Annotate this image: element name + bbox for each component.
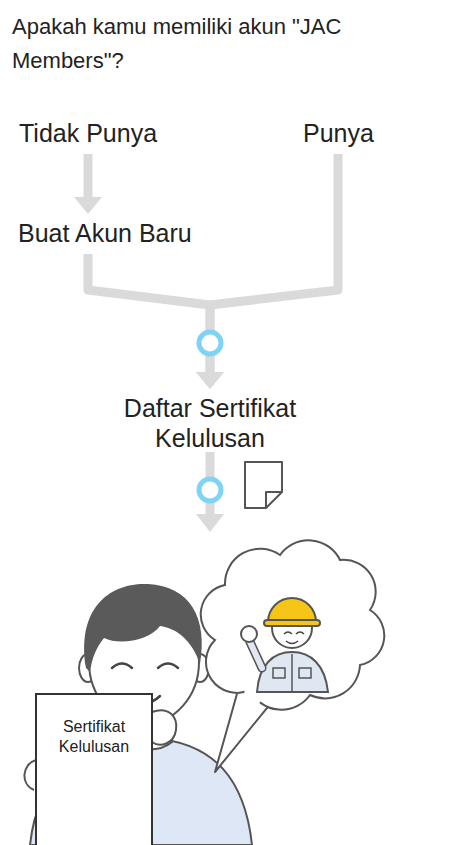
node-text: Daftar Sertifikat Kelulusan xyxy=(90,393,330,453)
connector-line xyxy=(84,154,93,198)
flow-step: Daftar Sertifikat Kelulusan xyxy=(90,393,330,453)
worker-figure xyxy=(241,598,328,692)
flow-arrow xyxy=(196,154,338,389)
arrow-head xyxy=(196,372,224,389)
arrow-head xyxy=(196,372,224,389)
flow-arrow xyxy=(74,154,102,214)
flow-step: Buat Akun Baru xyxy=(18,218,192,248)
connector-line xyxy=(210,154,338,373)
certificate-paper: Sertifikat Kelulusan xyxy=(35,693,153,845)
node-text: Sertifikat Kelulusan xyxy=(37,717,151,757)
thought-bubble xyxy=(201,540,385,772)
flow-arrow xyxy=(88,254,224,389)
title: Apakah kamu memiliki akun "JAC Members"? xyxy=(12,10,452,78)
connector-line xyxy=(88,254,210,373)
node-text: Punya xyxy=(303,118,374,148)
node-text: Tidak Punya xyxy=(19,118,157,148)
node-text: Buat Akun Baru xyxy=(18,218,192,248)
flow-step: Punya xyxy=(303,118,374,148)
arrow-head xyxy=(74,197,102,214)
flow-step: Tidak Punya xyxy=(19,118,157,148)
